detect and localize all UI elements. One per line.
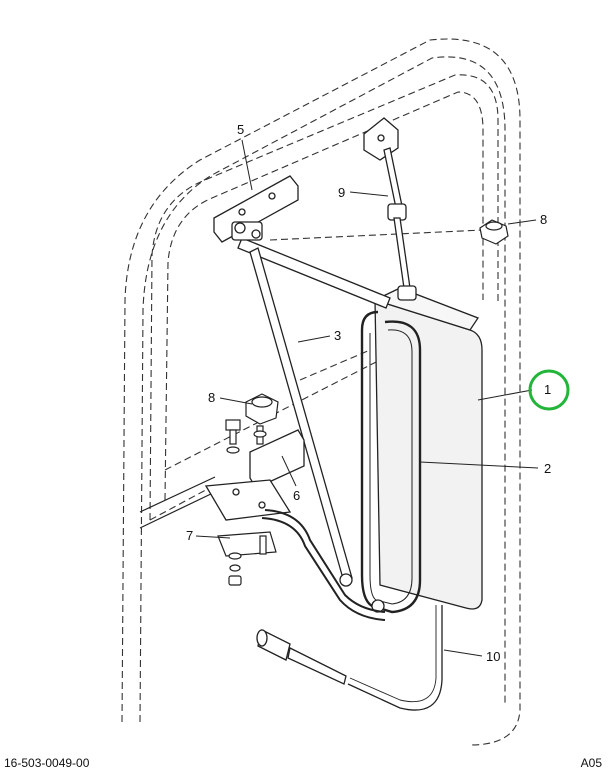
washer [228, 552, 242, 560]
upper-arm [213, 175, 391, 309]
callout-5: 5 [237, 122, 244, 137]
window-inner [164, 91, 484, 501]
washer [253, 430, 267, 438]
part-number-label: 16-503-0049-00 [4, 756, 90, 770]
door-outer-edge [121, 38, 521, 746]
knob-upper-top [485, 221, 503, 231]
mirror-bracket-loop-inner [369, 329, 413, 605]
callout-8-lower: 8 [208, 390, 215, 405]
cable-line-inner [349, 605, 437, 703]
lower-plate-hole [258, 501, 266, 509]
bolt-shank [229, 429, 237, 445]
hardware-stack [217, 393, 279, 586]
brace-rod [249, 247, 385, 613]
nut [228, 575, 242, 586]
upper-clamp-nut [251, 229, 261, 239]
callout-3: 3 [334, 328, 341, 343]
callout-2: 2 [544, 461, 551, 476]
callout-1: 1 [544, 382, 551, 397]
cable-assembly [256, 605, 443, 711]
leader-7 [195, 535, 231, 539]
upper-arm-tube [237, 237, 391, 309]
connector-end [256, 629, 268, 647]
leader-3 [297, 335, 331, 343]
adjustment-rod [363, 117, 417, 301]
door-inner-edge [139, 56, 506, 723]
callout-7: 7 [186, 528, 193, 543]
brace-rod-lower-bolt [339, 573, 353, 587]
leader-1 [477, 389, 533, 401]
knob-lower-top [251, 396, 273, 408]
highlight-circle [528, 369, 570, 411]
leader-lines [195, 139, 539, 657]
mirror-head [360, 287, 483, 614]
lower-base-plate [204, 479, 292, 521]
rod-lower-nut [397, 285, 417, 301]
lock-washer [229, 564, 241, 572]
leader-2 [419, 461, 539, 469]
callout-10: 10 [486, 649, 500, 664]
window-rail [269, 229, 484, 381]
leader-8b [219, 397, 253, 405]
stud-lower [259, 535, 267, 555]
callout-6: 6 [293, 488, 300, 503]
leader-5 [241, 139, 253, 191]
window-outer [149, 74, 499, 521]
leader-6 [281, 455, 297, 487]
door-sill-strip [139, 476, 216, 529]
lower-mount-bracket [249, 429, 305, 489]
lower-arm [204, 429, 386, 621]
lower-plate-hole [232, 488, 240, 496]
leader-10 [443, 649, 483, 657]
door-frame [121, 38, 521, 746]
lower-clamp-plate [217, 531, 277, 557]
callout-9: 9 [338, 185, 345, 200]
rod-upper-tube [383, 147, 403, 209]
bolt-head [225, 419, 241, 431]
cable-line [347, 605, 443, 711]
window-sill [149, 359, 381, 521]
callout-8-upper: 8 [540, 212, 547, 227]
lower-arm-tube [261, 509, 386, 621]
upper-clamp-nut [234, 222, 246, 234]
rod-top-bracket-hole [377, 134, 385, 142]
cable-sheath [287, 647, 347, 685]
leader-9 [349, 191, 389, 197]
mirror-housing [374, 299, 483, 610]
washer [226, 446, 240, 454]
leader-8a [507, 219, 537, 225]
knob-upper [479, 219, 509, 245]
upper-mount-hole [268, 192, 276, 200]
rod-lower-tube [393, 217, 411, 289]
sheet-code-label: A05 [580, 756, 602, 770]
upper-mount-hole [238, 208, 246, 216]
